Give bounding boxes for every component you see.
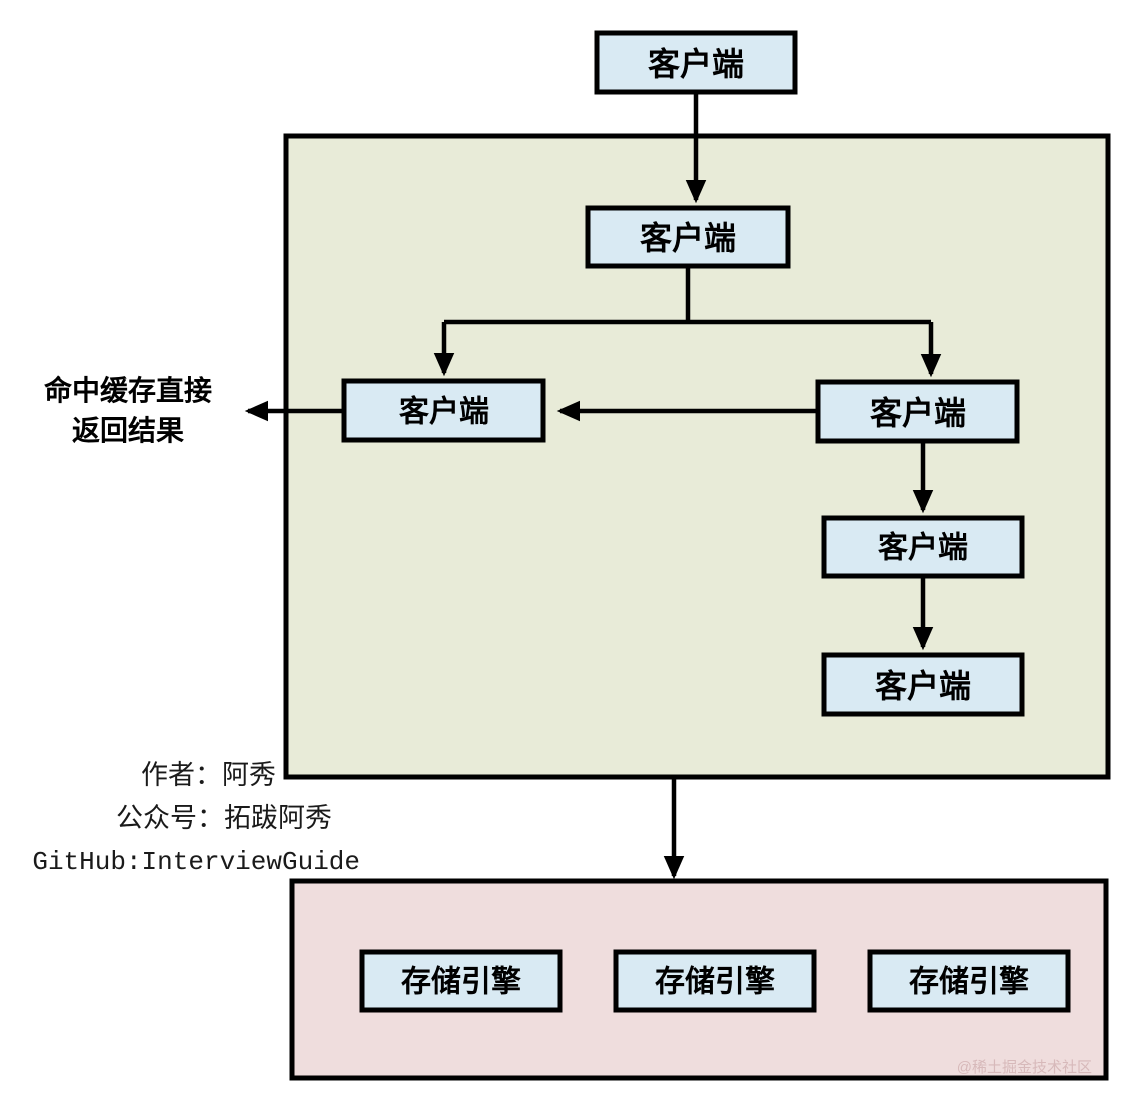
node-client-executor[interactable]: 客户端 (821, 652, 1025, 717)
credit-github: GitHub:InterviewGuide (32, 847, 360, 877)
site-watermark: @稀土掘金技术社区 (957, 1059, 1092, 1076)
node-client-optimizer-label: 客户端 (878, 531, 968, 565)
node-client-parser[interactable]: 客户端 (815, 379, 1020, 444)
node-client-server-label: 客户端 (640, 220, 736, 256)
credits-block: 作者：阿秀 公众号：拓跋阿秀 GitHub:InterviewGuide (32, 760, 360, 877)
node-storage-engine-1-box[interactable] (359, 949, 563, 1013)
node-client-parser-box[interactable] (815, 379, 1020, 444)
node-client-cache-label: 客户端 (399, 395, 489, 429)
node-storage-engine-1[interactable]: 存储引擎 (359, 949, 563, 1013)
node-storage-engine-2-box[interactable] (613, 949, 817, 1013)
node-storage-engine-2-label: 存储引擎 (655, 966, 775, 999)
node-storage-engine-1-label: 存储引擎 (401, 966, 521, 999)
node-client-cache[interactable]: 客户端 (341, 378, 546, 443)
node-client-top[interactable]: 客户端 (594, 30, 798, 95)
node-storage-engine-3-box[interactable] (867, 949, 1071, 1013)
node-client-parser-label: 客户端 (870, 395, 966, 431)
node-client-server-box[interactable] (585, 205, 791, 269)
node-client-cache-box[interactable] (341, 378, 546, 443)
node-storage-engine-2[interactable]: 存储引擎 (613, 949, 817, 1013)
credit-account: 公众号：拓跋阿秀 (116, 803, 332, 833)
node-storage-engine-3[interactable]: 存储引擎 (867, 949, 1071, 1013)
cache-hit-note-line-2: 返回结果 (72, 415, 184, 446)
node-client-optimizer[interactable]: 客户端 (821, 515, 1025, 579)
node-client-top-box[interactable] (594, 30, 798, 95)
cache-hit-note: 命中缓存直接 返回结果 (44, 374, 212, 446)
node-client-executor-box[interactable] (821, 652, 1025, 717)
node-client-server[interactable]: 客户端 (585, 205, 791, 269)
credit-author: 作者：阿秀 (141, 760, 276, 790)
cache-hit-note-line-1: 命中缓存直接 (44, 374, 212, 406)
node-storage-engine-3-label: 存储引擎 (909, 966, 1029, 999)
node-client-top-label: 客户端 (648, 46, 744, 82)
node-client-executor-label: 客户端 (875, 668, 971, 704)
node-client-optimizer-box[interactable] (821, 515, 1025, 579)
